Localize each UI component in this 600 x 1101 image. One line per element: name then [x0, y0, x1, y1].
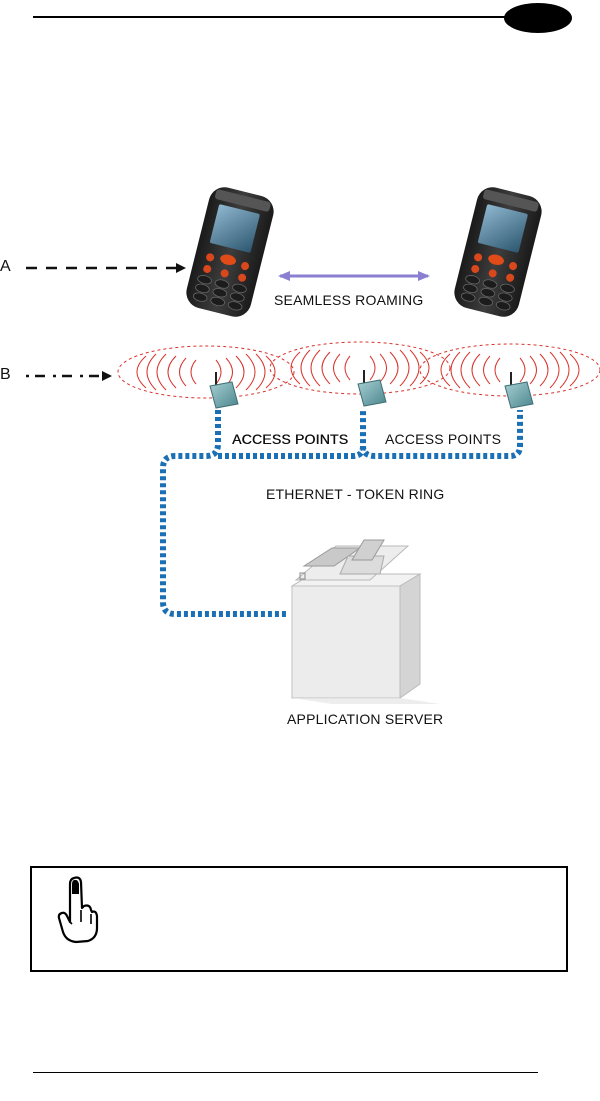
- label-seamless-roaming: SEAMLESS ROAMING: [274, 292, 423, 308]
- access-point-icon: [210, 372, 238, 408]
- handheld-terminal-left: [183, 184, 277, 320]
- footer-rule: [33, 1072, 538, 1073]
- label-b: B: [0, 366, 11, 384]
- note-box: [30, 866, 568, 972]
- network-diagram: [0, 0, 600, 860]
- access-point-icon: [505, 372, 533, 408]
- coverage-zone-left: [118, 346, 294, 398]
- access-point-icon: [358, 370, 386, 406]
- label-ethernet-token-ring: ETHERNET - TOKEN RING: [266, 486, 444, 502]
- handheld-terminal-right: [451, 184, 545, 320]
- pointing-hand-icon: [54, 874, 100, 944]
- server-icon: [292, 540, 440, 704]
- label-application-server: APPLICATION SERVER: [287, 711, 443, 727]
- label-access-points-left: ACCESS POINTS: [232, 431, 348, 447]
- label-a: A: [0, 258, 11, 276]
- label-access-points-right: ACCESS POINTS: [385, 431, 501, 447]
